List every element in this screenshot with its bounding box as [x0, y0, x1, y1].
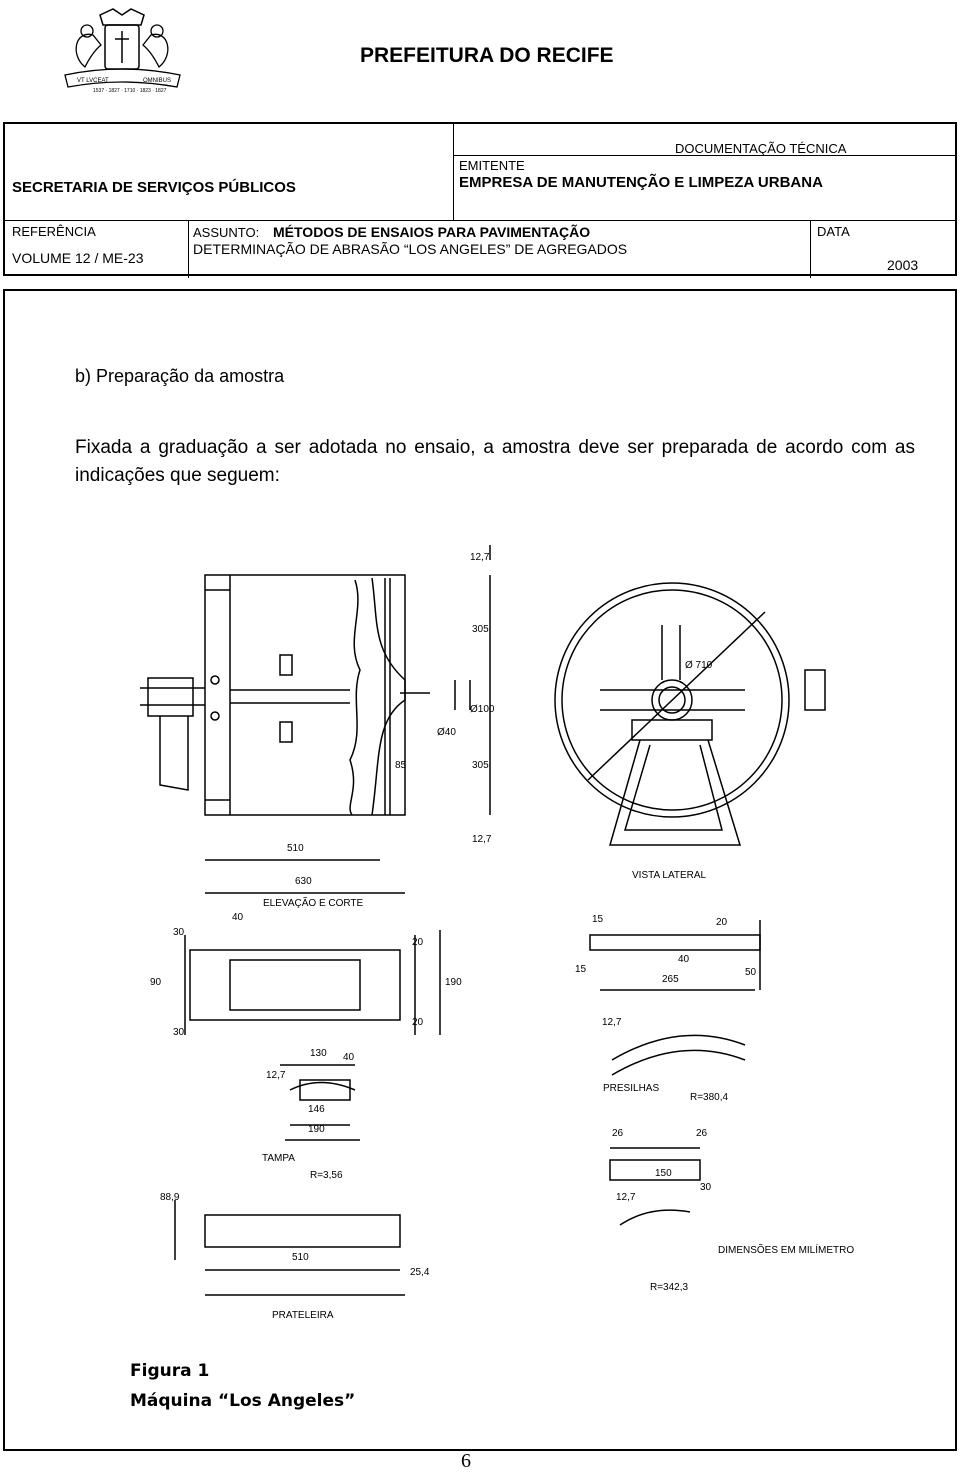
assunto-label: ASSUNTO:	[193, 225, 260, 240]
dim-40-c: 40	[343, 1052, 355, 1063]
dim-190-b: 190	[308, 1124, 325, 1135]
dim-30-c: 30	[700, 1182, 712, 1193]
dim-510: 510	[287, 843, 304, 854]
dim-25-4: 25,4	[410, 1267, 430, 1278]
dim-265: 265	[662, 974, 679, 985]
dim-r342: R=342,3	[650, 1282, 689, 1293]
dim-100: Ø100	[470, 704, 495, 715]
document-header-table: DOCUMENTAÇÃO TÉCNICA SECRETARIA DE SERVI…	[3, 122, 957, 278]
referencia-label: REFERÊNCIA	[12, 224, 96, 239]
dim-630: 630	[295, 876, 312, 887]
label-presilhas: PRESILHAS	[603, 1083, 659, 1094]
dim-146: 146	[308, 1104, 325, 1115]
dim-12-7-top: 12,7	[470, 552, 490, 563]
secretaria-name: SECRETARIA DE SERVIÇOS PÚBLICOS	[12, 179, 296, 196]
dim-12-7-c: 12,7	[602, 1017, 622, 1028]
dim-88-9: 88,9	[160, 1192, 180, 1203]
dim-26-b: 26	[696, 1128, 708, 1139]
dim-50: 50	[745, 967, 757, 978]
dim-90: 90	[150, 977, 162, 988]
dim-30-b: 30	[173, 1027, 185, 1038]
dim-40: 40	[232, 912, 244, 923]
referencia-value: VOLUME 12 / ME-23	[12, 250, 144, 266]
dim-r380: R=380,4	[690, 1092, 729, 1103]
seal-motto-left: VT LVCEAT	[77, 78, 109, 84]
label-elevacao: ELEVAÇÃO E CORTE	[263, 896, 364, 909]
page-number: 6	[461, 1450, 471, 1472]
dim-30-a: 30	[173, 927, 185, 938]
dim-85: 85	[395, 760, 407, 771]
doc-type-label: DOCUMENTAÇÃO TÉCNICA	[675, 141, 847, 156]
dim-305-bottom: 305	[472, 760, 489, 771]
dim-150: 150	[655, 1168, 672, 1179]
los-angeles-machine-drawing: ELEVAÇÃO E CORTE VISTA LATERAL PRESILHAS…	[140, 545, 854, 1321]
dim-26-a: 26	[612, 1128, 624, 1139]
figure-number: Figura 1	[130, 1361, 210, 1381]
label-tampa: TAMPA	[262, 1153, 295, 1164]
dim-40-b: 40	[678, 954, 690, 965]
organization-title: PREFEITURA DO RECIFE	[360, 44, 614, 67]
content-frame	[3, 289, 957, 1451]
dim-40-shaft: Ø40	[437, 727, 456, 738]
label-dimensoes: DIMENSÕES EM MILÍMETRO	[718, 1243, 854, 1256]
seal-motto-right: OMNIBUS	[143, 78, 171, 84]
data-label: DATA	[817, 224, 850, 239]
dim-20-c: 20	[716, 917, 728, 928]
dim-12-7-d: 12,7	[266, 1070, 286, 1081]
emitente-name: EMPRESA DE MANUTENÇÃO E LIMPEZA URBANA	[459, 174, 823, 191]
assunto-subtitle: DETERMINAÇÃO DE ABRASÃO “LOS ANGELES” DE…	[193, 241, 628, 257]
section-title: b) Preparação da amostra	[75, 366, 285, 386]
dim-20-b: 20	[412, 1017, 424, 1028]
dim-130: 130	[310, 1048, 327, 1059]
dim-305-top: 305	[472, 624, 489, 635]
seal-years: 1537 · 1827 · 1710 · 1823 · 1827	[93, 88, 167, 94]
dim-r356: R=3,56	[310, 1170, 343, 1181]
dim-15-a: 15	[592, 914, 604, 925]
label-prateleira: PRATELEIRA	[272, 1310, 334, 1321]
dim-12-7-bottom: 12,7	[472, 834, 492, 845]
dim-190: 190	[445, 977, 462, 988]
dim-710: Ø 710	[685, 660, 713, 671]
emitente-label: EMITENTE	[459, 158, 525, 173]
figure-title: Máquina “Los Angeles”	[130, 1391, 356, 1411]
assunto-value: MÉTODOS DE ENSAIOS PARA PAVIMENTAÇÃO	[273, 224, 591, 240]
coat-of-arms-seal: VT LVCEAT OMNIBUS 1537 · 1827 · 1710 · 1…	[64, 8, 181, 94]
dim-15-b: 15	[575, 964, 587, 975]
dim-20-a: 20	[412, 937, 424, 948]
dim-510-b: 510	[292, 1252, 309, 1263]
label-vista-lateral: VISTA LATERAL	[632, 870, 707, 881]
body-paragraph: Fixada a graduação a ser adotada no ensa…	[75, 437, 915, 486]
data-value: 2003	[887, 257, 919, 273]
dim-12-7-e: 12,7	[616, 1192, 636, 1203]
